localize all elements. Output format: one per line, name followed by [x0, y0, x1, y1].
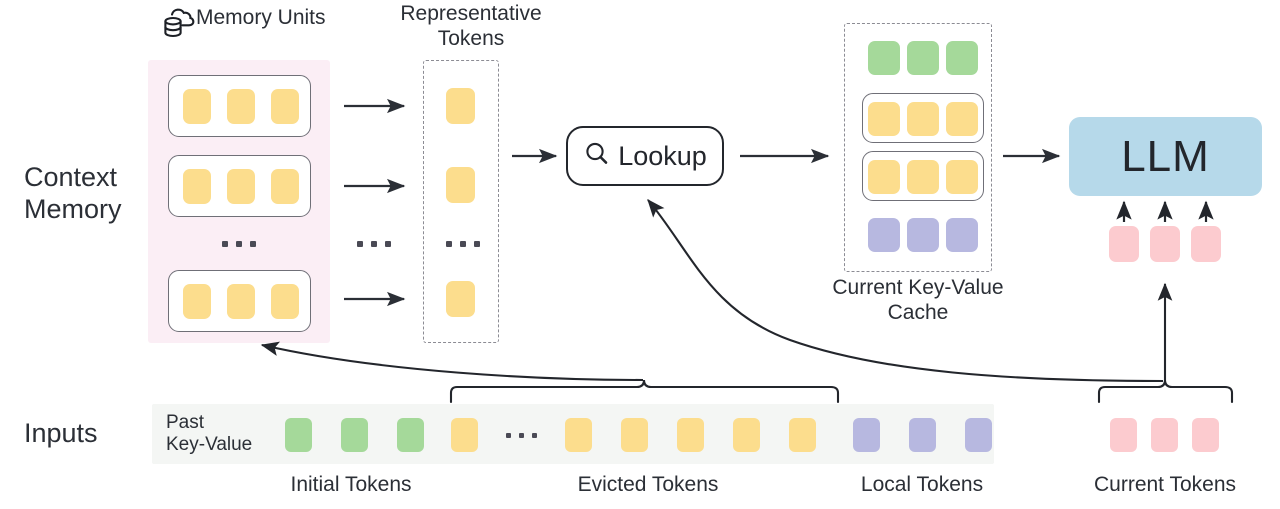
token-pink	[1110, 418, 1137, 452]
token-yellow	[227, 284, 255, 319]
memory-unit[interactable]	[168, 75, 311, 137]
arrow-column-ellipsis	[357, 241, 391, 247]
memory-units-ellipsis	[222, 241, 256, 247]
kv-cache-label: Current Key-Value Cache	[832, 276, 1004, 324]
token-yellow	[907, 160, 939, 194]
token-yellow	[271, 89, 299, 124]
evicted-tokens-label: Evicted Tokens	[577, 473, 719, 496]
arrow-evicted-to-context-memory	[260, 341, 644, 382]
llm-block[interactable]: LLM	[1069, 117, 1262, 196]
current-tokens-label: Current Tokens	[1093, 473, 1237, 496]
token-green	[907, 41, 939, 75]
token-yellow	[183, 89, 211, 124]
token-yellow	[271, 284, 299, 319]
inputs-label: Inputs	[24, 418, 98, 448]
lookup-button[interactable]: Lookup	[566, 126, 724, 186]
context-memory-label: Context Memory	[24, 162, 122, 224]
token-yellow	[446, 88, 475, 124]
token-pink	[1150, 226, 1180, 262]
token-pink	[1192, 418, 1219, 452]
token-yellow	[733, 418, 760, 452]
token-yellow	[451, 418, 478, 452]
token-green	[341, 418, 368, 452]
magnifier-icon	[583, 140, 611, 173]
token-yellow	[183, 169, 211, 204]
token-yellow	[946, 102, 978, 136]
token-pink	[1191, 226, 1221, 262]
token-purple	[907, 218, 939, 252]
initial-tokens-label: Initial Tokens	[290, 473, 412, 496]
token-yellow	[789, 418, 816, 452]
local-tokens-label: Local Tokens	[860, 473, 984, 496]
token-pink	[1151, 418, 1178, 452]
token-purple	[853, 418, 880, 452]
token-yellow	[446, 281, 475, 317]
token-purple	[946, 218, 978, 252]
token-yellow	[446, 167, 475, 203]
representative-tokens-ellipsis	[446, 241, 480, 247]
cloud-database-icon	[156, 2, 200, 51]
memory-unit[interactable]	[168, 270, 311, 332]
evicted-tokens-brace	[442, 379, 459, 403]
evicted-tokens-brace-path	[449, 379, 840, 404]
token-green	[285, 418, 312, 452]
token-yellow	[565, 418, 592, 452]
representative-tokens-label: Representative Tokens	[400, 2, 542, 50]
token-yellow	[868, 160, 900, 194]
memory-units-label: Memory Units	[196, 6, 326, 29]
token-yellow	[946, 160, 978, 194]
kv-cache-memory-unit[interactable]	[862, 151, 984, 201]
memory-unit[interactable]	[168, 155, 311, 217]
evicted-tokens-ellipsis	[506, 433, 537, 438]
llm-label: LLM	[1121, 131, 1210, 181]
token-purple	[965, 418, 992, 452]
token-yellow	[271, 169, 299, 204]
token-yellow	[621, 418, 648, 452]
representative-tokens-panel	[423, 60, 499, 343]
kv-cache-memory-unit[interactable]	[862, 93, 984, 143]
token-purple	[868, 218, 900, 252]
token-green	[397, 418, 424, 452]
token-yellow	[677, 418, 704, 452]
lookup-label: Lookup	[618, 140, 707, 171]
token-yellow	[907, 102, 939, 136]
token-purple	[909, 418, 936, 452]
token-yellow	[227, 169, 255, 204]
token-yellow	[227, 89, 255, 124]
token-pink	[1109, 226, 1139, 262]
token-green	[868, 41, 900, 75]
token-yellow	[183, 284, 211, 319]
token-green	[946, 41, 978, 75]
token-yellow	[868, 102, 900, 136]
current-tokens-brace-path	[1097, 379, 1234, 404]
past-key-value-label: Past Key-Value	[166, 412, 253, 456]
